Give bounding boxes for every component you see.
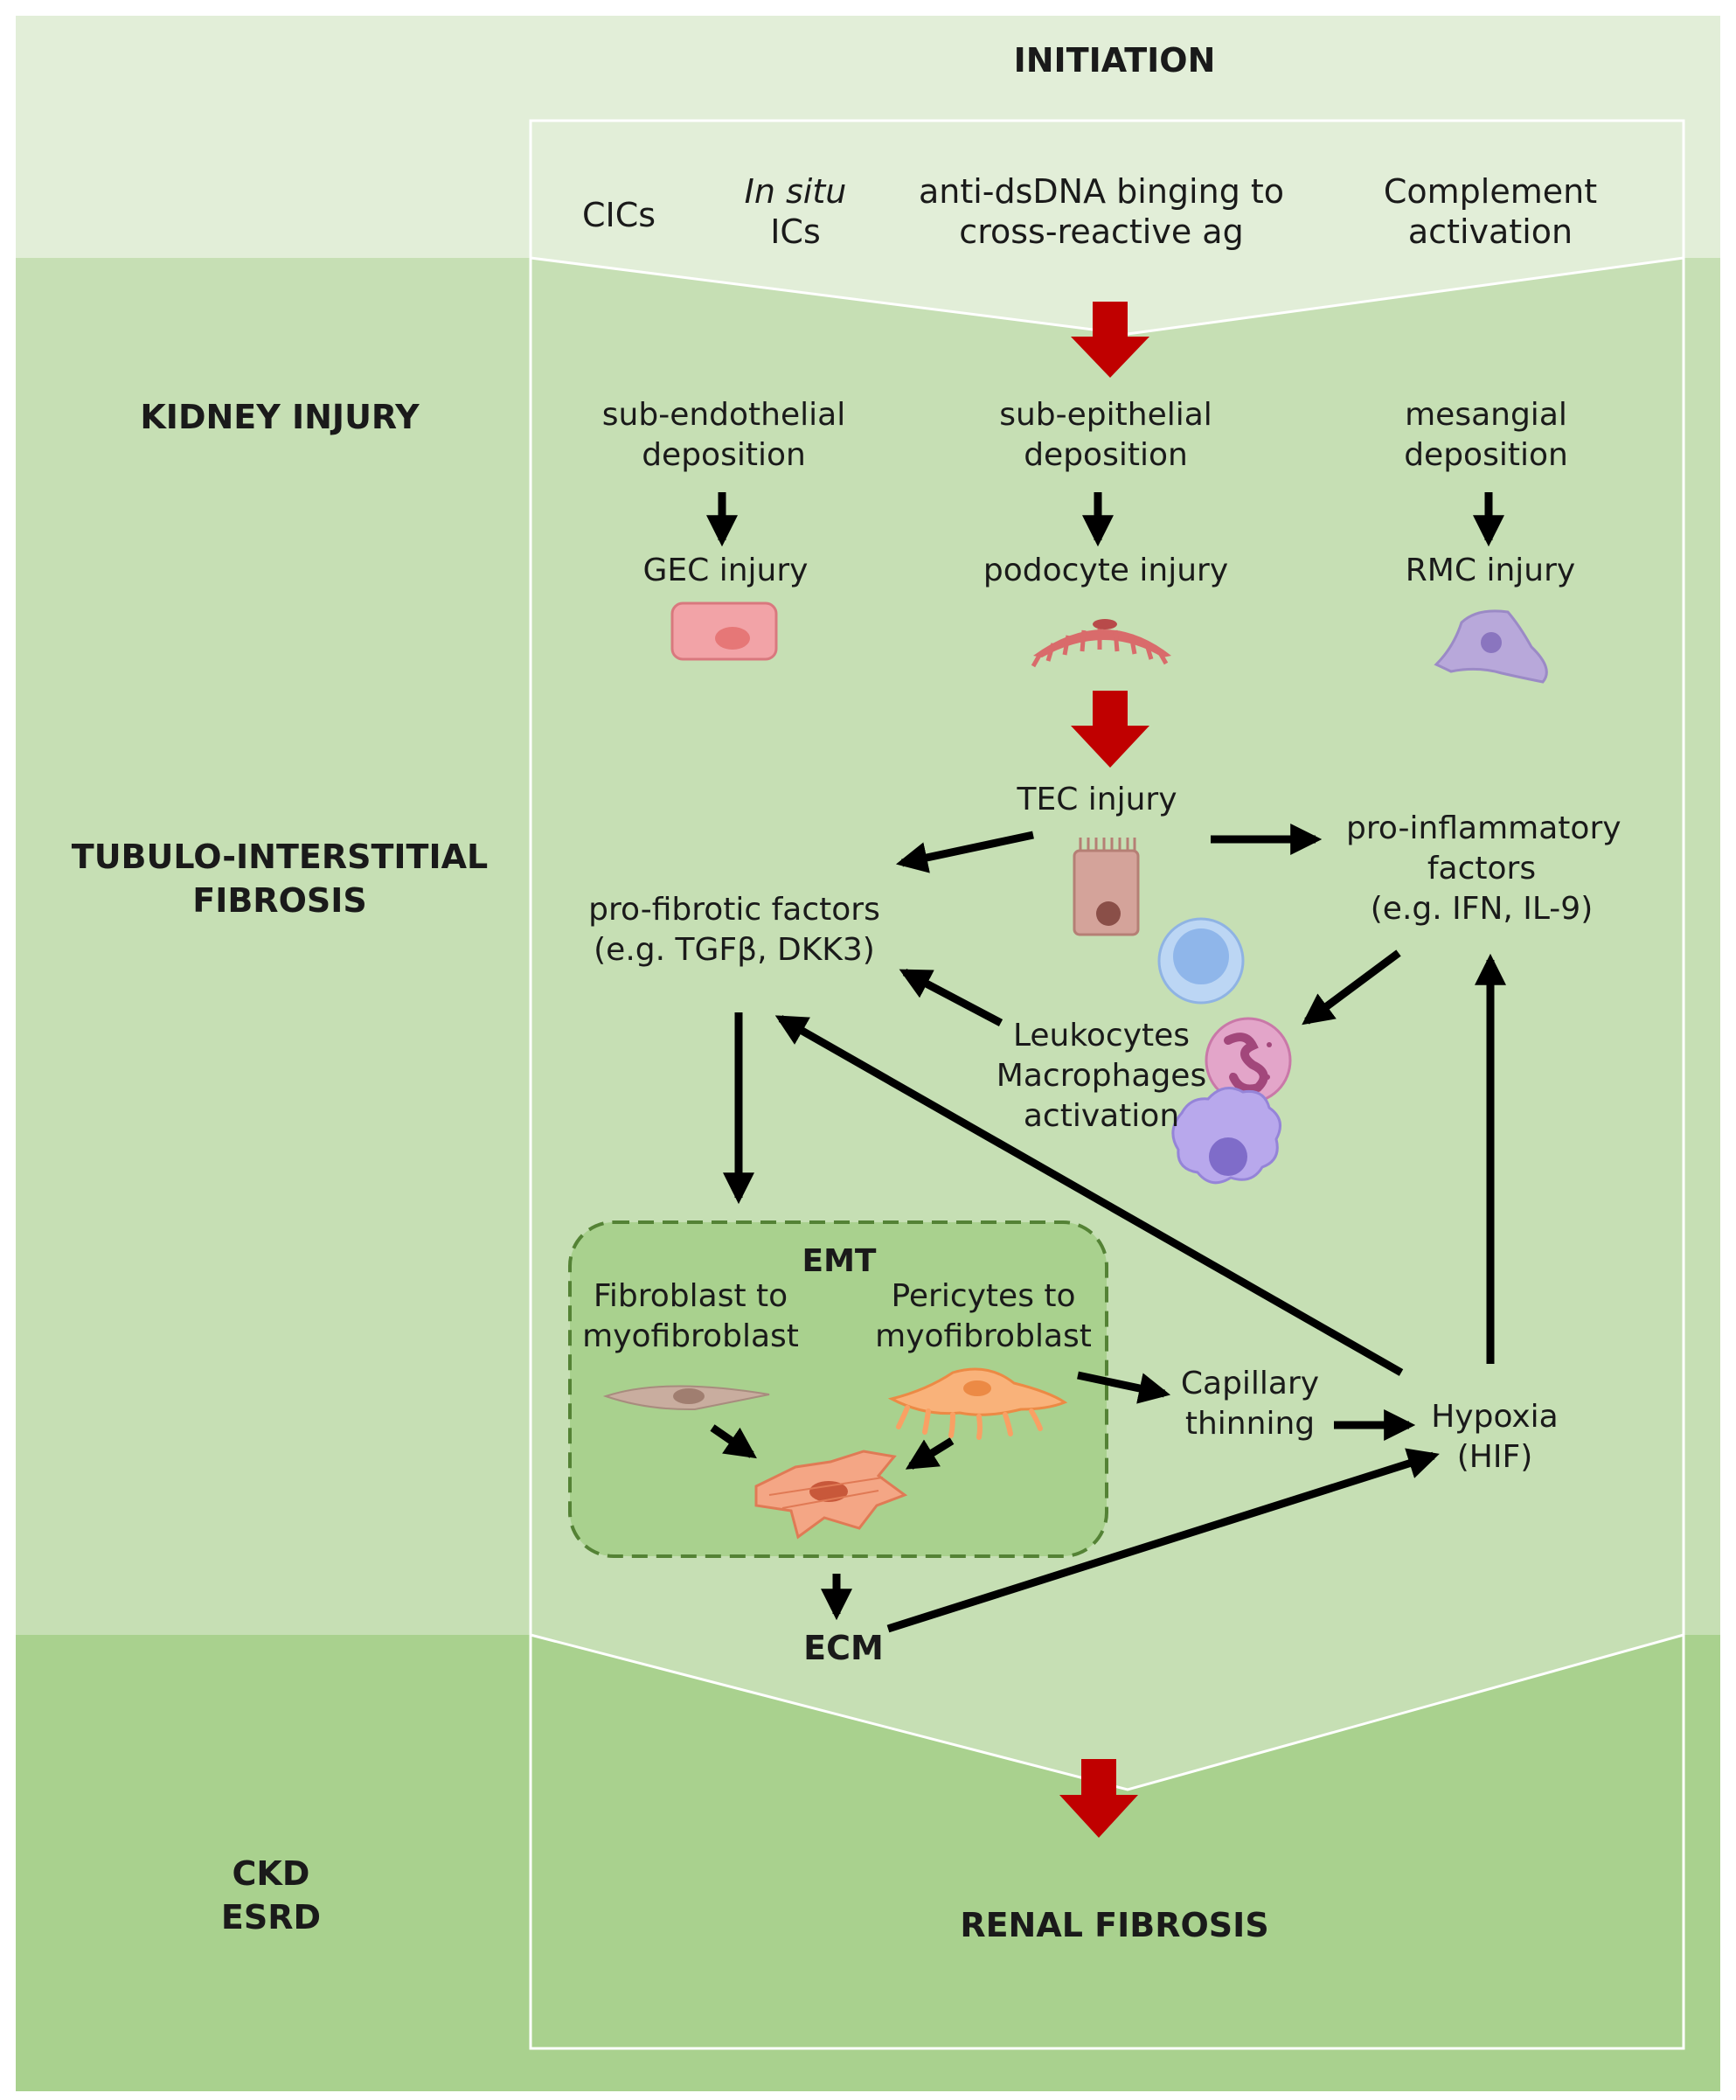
arrow-proinflam-leuko bbox=[1302, 949, 1401, 1026]
row-label-tubulo: TUBULO-INTERSTITIAL FIBROSIS bbox=[52, 835, 507, 922]
hypoxia-line1: Hypoxia bbox=[1431, 1399, 1559, 1435]
ecm-text: ECM bbox=[803, 1629, 884, 1667]
pericytes-label: Pericytes to myofibroblast bbox=[874, 1276, 1093, 1357]
cics-label: CICs bbox=[549, 195, 689, 235]
pericyte-icon bbox=[887, 1367, 1068, 1440]
proinflam-line1: pro-inflammatory bbox=[1346, 810, 1621, 846]
hypoxia-label: Hypoxia (HIF) bbox=[1416, 1397, 1573, 1478]
funnel-outline bbox=[529, 119, 1685, 2050]
tec-label: TEC injury bbox=[988, 780, 1206, 820]
funnel-lower-edge bbox=[530, 1633, 1684, 1791]
rmc-label: RMC injury bbox=[1372, 551, 1608, 591]
profibrotic-label: pro-fibrotic factors (e.g. TGFβ, DKK3) bbox=[586, 890, 883, 970]
arrow-hypoxia-profibrotic bbox=[774, 1015, 1404, 1376]
subendo-line1: sub-endothelial bbox=[601, 397, 846, 433]
peri-line1: Pericytes to bbox=[891, 1278, 1076, 1314]
rmc-text: RMC injury bbox=[1405, 553, 1576, 588]
row-label-kidney-injury: KIDNEY INJURY bbox=[79, 395, 481, 439]
subendo-line2: deposition bbox=[642, 437, 806, 473]
tubulo-label-line1: TUBULO-INTERSTITIAL bbox=[71, 838, 489, 876]
mesangial-label: mesangial deposition bbox=[1364, 395, 1608, 476]
ckd-label: CKD bbox=[232, 1854, 310, 1893]
capillary-line1: Capillary bbox=[1180, 1366, 1320, 1401]
red-arrow-initiation bbox=[1071, 302, 1149, 378]
complement-line2: activation bbox=[1407, 212, 1573, 251]
proinflam-line2: factors bbox=[1427, 851, 1537, 887]
leuko-line3: activation bbox=[1023, 1098, 1180, 1134]
insitu-line2: ICs bbox=[770, 212, 821, 251]
tec-cell-icon bbox=[1073, 838, 1140, 936]
subepi-line2: deposition bbox=[1024, 437, 1188, 473]
capillary-line2: thinning bbox=[1184, 1406, 1316, 1442]
emt-text: EMT bbox=[802, 1243, 877, 1279]
macrophage-icon bbox=[1171, 1087, 1281, 1185]
row-label-ckd: CKD ESRD bbox=[166, 1852, 376, 1939]
podocyte-cell-icon bbox=[1031, 619, 1171, 668]
renal-fibrosis-text: RENAL FIBROSIS bbox=[960, 1906, 1269, 1944]
subepi-label: sub-epithelial deposition bbox=[970, 395, 1241, 476]
podocyte-text: podocyte injury bbox=[983, 553, 1229, 588]
myofibroblast-icon bbox=[754, 1450, 908, 1540]
antidsdna-label: anti-dsDNA binging to cross-reactive ag bbox=[892, 171, 1311, 252]
gec-label: GEC injury bbox=[594, 551, 857, 591]
fibroblast-label: Fibroblast to myofibroblast bbox=[577, 1276, 804, 1357]
proinflam-line3: (e.g. IFN, IL-9) bbox=[1370, 891, 1594, 927]
hypoxia-line2: (HIF) bbox=[1456, 1439, 1533, 1475]
initiation-title: INITIATION bbox=[1013, 41, 1216, 80]
fibroblast-icon bbox=[602, 1385, 770, 1411]
antidsdna-line1: anti-dsDNA binging to bbox=[918, 172, 1285, 211]
fibro-line2: myofibroblast bbox=[582, 1318, 799, 1354]
ecm-label: ECM bbox=[778, 1626, 909, 1670]
mesangial-line1: mesangial bbox=[1405, 397, 1567, 433]
arrow-leuko-profibrotic bbox=[899, 969, 1003, 1026]
funnel-top bbox=[531, 121, 1684, 334]
row-label-initiation: INITIATION bbox=[927, 38, 1302, 82]
esrd-label: ESRD bbox=[220, 1898, 322, 1937]
profibrotic-line1: pro-fibrotic factors bbox=[588, 892, 880, 928]
insitu-line1: In situ bbox=[744, 172, 847, 211]
antidsdna-line2: cross-reactive ag bbox=[959, 212, 1244, 251]
profibrotic-line2: (e.g. TGFβ, DKK3) bbox=[594, 932, 875, 968]
gec-cell-icon bbox=[670, 601, 778, 661]
kidney-injury-label: KIDNEY INJURY bbox=[140, 398, 420, 436]
arrow-tec-profibrotic bbox=[895, 831, 1034, 873]
leuko-line2: Macrophages bbox=[996, 1058, 1207, 1094]
podocyte-label: podocyte injury bbox=[962, 551, 1250, 591]
capillary-label: Capillary thinning bbox=[1171, 1364, 1329, 1444]
red-arrow-outcome bbox=[1059, 1759, 1138, 1838]
leukocytes-label: Leukocytes Macrophages activation bbox=[988, 1016, 1215, 1137]
tec-text: TEC injury bbox=[1017, 782, 1177, 817]
leuko-line1: Leukocytes bbox=[1012, 1018, 1191, 1053]
arrow-fibroblast-myofibroblast bbox=[710, 1424, 757, 1459]
emt-title: EMT bbox=[787, 1241, 892, 1282]
insitu-label: In situ ICs bbox=[717, 171, 874, 252]
mesangial-line2: deposition bbox=[1404, 437, 1568, 473]
complement-line1: Complement bbox=[1383, 172, 1598, 211]
renal-fibrosis-label: RENAL FIBROSIS bbox=[909, 1903, 1320, 1947]
tubulo-label-line2: FIBROSIS bbox=[192, 881, 367, 920]
arrow-ecm-hypoxia bbox=[886, 1448, 1440, 1633]
subepi-line1: sub-epithelial bbox=[999, 397, 1212, 433]
emt-box bbox=[568, 1220, 1108, 1558]
rmc-cell-icon bbox=[1434, 609, 1548, 684]
arrow-pericytes-capillary bbox=[1077, 1371, 1171, 1404]
peri-line2: myofibroblast bbox=[875, 1318, 1092, 1354]
red-arrow-podocyte bbox=[1071, 691, 1149, 768]
arrow-pericyte-myofibroblast bbox=[905, 1437, 955, 1470]
neutrophil-icon bbox=[1205, 1017, 1292, 1104]
cics-text: CICs bbox=[581, 196, 656, 234]
proinflam-label: pro-inflammatory factors (e.g. IFN, IL-9… bbox=[1346, 809, 1621, 929]
lymphocyte-icon bbox=[1157, 917, 1245, 1005]
gec-text: GEC injury bbox=[642, 553, 809, 588]
subendo-label: sub-endothelial deposition bbox=[584, 395, 864, 476]
fibro-line1: Fibroblast to bbox=[593, 1278, 788, 1314]
complement-label: Complement activation bbox=[1346, 171, 1635, 252]
